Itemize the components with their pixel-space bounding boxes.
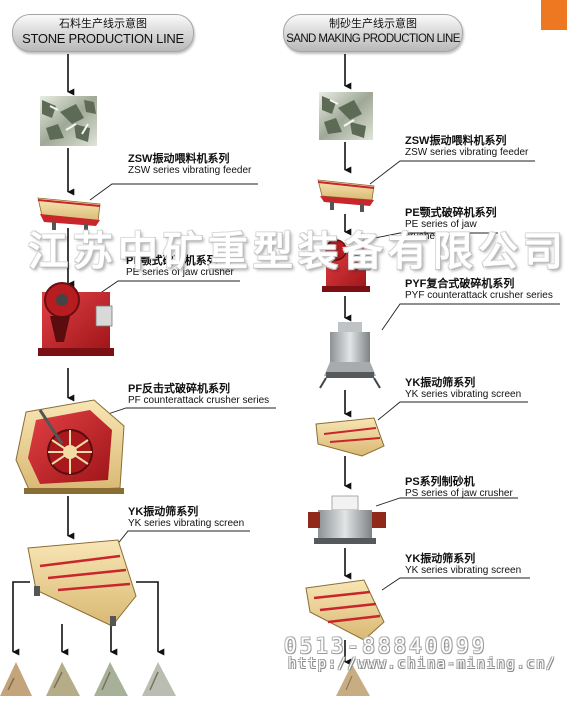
stone-vibrating-screen-image (27, 539, 137, 627)
label-zh: YK振动筛系列 (405, 377, 476, 389)
label-zh: YK振动筛系列 (405, 553, 476, 565)
sand-raw-material-image (319, 92, 373, 140)
stone-flow-arrows (12, 54, 165, 656)
leader-line (107, 407, 276, 415)
sand-product-pile (336, 664, 370, 696)
sand-step-cone-crusher-label: PYF复合式破碎机系列 PYF counterattack crusher se… (405, 278, 563, 302)
label-en: YK series vibrating screen (405, 389, 522, 400)
sand-vibrating-feeder-image (317, 179, 375, 212)
leader-line (377, 401, 528, 421)
label-en: PS series of jaw crusher (405, 488, 513, 499)
leader-line (89, 183, 258, 201)
leader-line (369, 160, 535, 185)
label-en: PF counterattack crusher series (128, 395, 270, 406)
stone-vibrating-feeder-image (37, 197, 101, 232)
label-en: PE series of jaw crusher (405, 219, 477, 242)
label-zh: ZSW振动喂料机系列 (128, 153, 230, 165)
label-en: ZSW series vibrating feeder (128, 165, 252, 176)
company-watermark: 江苏中矿重型装备有限公司 (28, 228, 567, 275)
stone-jaw-crusher-image (38, 282, 114, 356)
corner-accent (541, 0, 567, 30)
stone-step-vibrating-screen-label: YK振动筛系列 YK series vibrating screen (128, 506, 252, 530)
title-en: STONE PRODUCTION LINE (22, 31, 184, 46)
label-zh: PE颚式破碎机系列 (405, 207, 497, 219)
label-zh: PE颚式破碎机系列 (126, 255, 218, 267)
leader-line (381, 303, 560, 331)
title-zh: 制砂生产线示意图 (329, 18, 417, 30)
url-watermark: http://www.china-mining.cn/ (288, 656, 557, 672)
label-en: PYF counterattack crusher series (405, 290, 553, 301)
label-en: ZSW series vibrating feeder (405, 147, 529, 158)
product-pile (0, 662, 32, 696)
label-zh: YK振动筛系列 (128, 506, 199, 518)
sand-step-sand-maker-label: PS系列制砂机 PS series of jaw crusher (405, 476, 521, 500)
label-en: YK series vibrating screen (128, 518, 245, 529)
product-pile (46, 662, 80, 696)
stone-step-impact-crusher-label: PF反击式破碎机系列 PF counterattack crusher seri… (128, 383, 278, 407)
leader-line (95, 280, 240, 297)
leader-line (359, 232, 498, 242)
sand-cone-crusher-image (319, 322, 381, 389)
sand-vibrating-screen-1-image (315, 417, 385, 457)
label-en: PE series of jaw crusher (126, 267, 234, 278)
stone-raw-material-image (40, 96, 97, 146)
label-zh: ZSW振动喂料机系列 (405, 135, 507, 147)
stone-line-title: 石料生产线示意图 STONE PRODUCTION LINE (12, 14, 194, 52)
sand-step-jaw-crusher-label: PE颚式破碎机系列 PE series of jaw crusher (405, 207, 501, 243)
label-zh: PF反击式破碎机系列 (128, 383, 231, 395)
leader-line (381, 577, 530, 591)
arrow (136, 581, 165, 656)
stone-impact-crusher-image (15, 399, 125, 494)
product-pile (94, 662, 128, 696)
sand-jaw-crusher-image (322, 239, 371, 292)
arrow (12, 581, 30, 656)
sand-step-vibrating-screen-1-label: YK振动筛系列 YK series vibrating screen (405, 377, 531, 401)
product-pile (142, 662, 176, 696)
leader-line (115, 530, 250, 547)
sand-vibrating-screen-2-image (305, 579, 385, 641)
sand-maker-image (308, 495, 386, 544)
title-zh: 石料生产线示意图 (59, 18, 147, 30)
stone-step-jaw-crusher-label: PE颚式破碎机系列 PE series of jaw crusher (126, 255, 242, 279)
label-zh: PYF复合式破碎机系列 (405, 278, 515, 290)
phone-watermark: 0513-88840099 (284, 634, 488, 658)
sand-step-feeder-label: ZSW振动喂料机系列 ZSW series vibrating feeder (405, 135, 537, 159)
stone-step-feeder-label: ZSW振动喂料机系列 ZSW series vibrating feeder (128, 153, 260, 177)
label-en: YK series vibrating screen (405, 565, 522, 576)
sand-line-title: 制砂生产线示意图 SAND MAKING PRODUCTION LINE (283, 14, 463, 52)
leader-lines (89, 160, 560, 591)
sand-step-vibrating-screen-2-label: YK振动筛系列 YK series vibrating screen (405, 553, 533, 577)
label-zh: PS系列制砂机 (405, 476, 475, 488)
title-en: SAND MAKING PRODUCTION LINE (286, 33, 460, 45)
stone-product-piles (0, 662, 176, 696)
leader-line (375, 497, 518, 507)
